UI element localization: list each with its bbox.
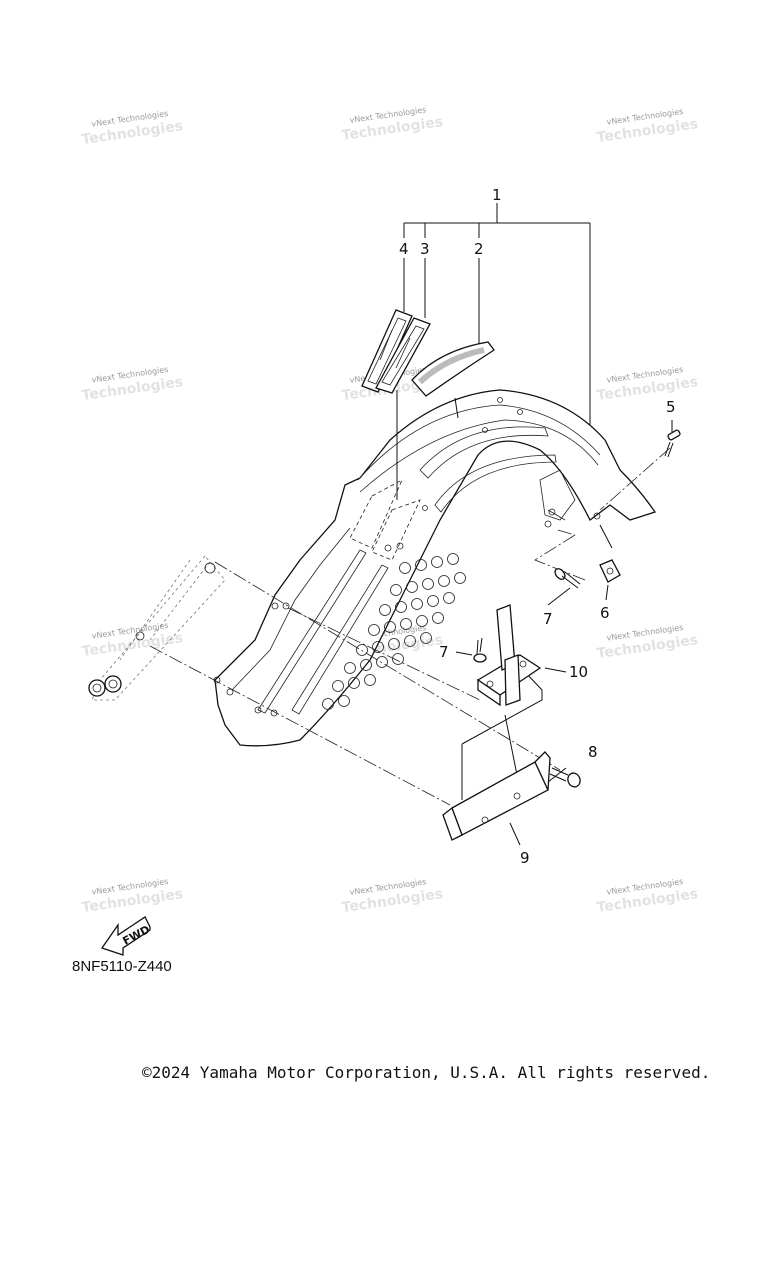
watermark: Technologies vNext Technologies [81,109,184,148]
fender-hole-grid [322,553,466,710]
fender-hole [372,641,384,653]
fender-hole [364,674,376,686]
fender-hole [368,624,380,636]
rivet-part-7b [455,637,487,663]
watermark: Technologies vNext Technologies [341,105,444,144]
fender-hole [443,592,455,604]
watermark: Technologies vNext Technologies [596,107,699,146]
fender-hole [384,621,396,633]
watermark: Technologies vNext Technologies [81,621,184,660]
callout-7b: 7 [439,643,449,661]
fender-hole [422,578,434,590]
watermark: Technologies vNext Technologies [81,365,184,404]
fender-hole [390,584,402,596]
fender-hole [416,615,428,627]
callout-1: 1 [492,186,502,204]
bolt-part-8 [549,767,581,788]
copyright-notice: ©2024 Yamaha Motor Corporation, U.S.A. A… [142,1063,711,1082]
rivet-part-7a [554,568,581,589]
fender-hole [322,698,334,710]
callout-10: 10 [569,663,588,681]
callout-5: 5 [666,398,676,416]
fender-hole [399,562,411,574]
callout-4: 4 [399,240,409,258]
bracket-part-10 [476,604,542,707]
rear-fender [213,389,657,747]
fender-hole [392,653,404,665]
screw-part-5 [664,420,681,458]
fender-hole [400,618,412,630]
fender-hole [438,575,450,587]
callout-7a: 7 [543,610,553,628]
callout-3: 3 [420,240,430,258]
fender-hole [454,572,466,584]
fender-hole [411,598,423,610]
plate-part-9 [442,751,551,841]
callout-6: 6 [600,604,610,622]
fender-hole [415,559,427,571]
fender-hole [395,601,407,613]
fwd-arrow-icon: FWD [100,916,152,956]
nut-part-6 [599,559,621,583]
watermark: Technologies vNext Technologies [596,877,699,916]
callout-bracket-1 [403,203,591,430]
fender-hole [427,595,439,607]
fender-hole [332,680,344,692]
watermark: Technologies vNext Technologies [81,877,184,916]
callout-2: 2 [474,240,484,258]
callout-9: 9 [520,849,530,867]
watermark: Technologies vNext Technologies [341,877,444,916]
fender-hole [379,604,391,616]
fender-hole [360,659,372,671]
emblem-part-4 [361,309,413,393]
fender-hole [404,635,416,647]
fender-hole [420,632,432,644]
fender-hole [406,581,418,593]
watermark: Technologies vNext Technologies [596,365,699,404]
watermark: Technologies vNext Technologies [596,623,699,662]
pad-part-2 [411,341,495,397]
fender-hole [356,644,368,656]
fender-hole [431,556,443,568]
diagram-code: 8NF5110-Z440 [72,958,172,975]
fender-hole [432,612,444,624]
fender-hole [447,553,459,565]
fender-hole [388,638,400,650]
fender-hole [344,662,356,674]
fender-hole [376,656,388,668]
frame-outline [88,555,226,701]
fender-hole [338,695,350,707]
fender-hole [348,677,360,689]
callout-8: 8 [588,743,598,761]
emblem-part-3 [375,317,431,394]
